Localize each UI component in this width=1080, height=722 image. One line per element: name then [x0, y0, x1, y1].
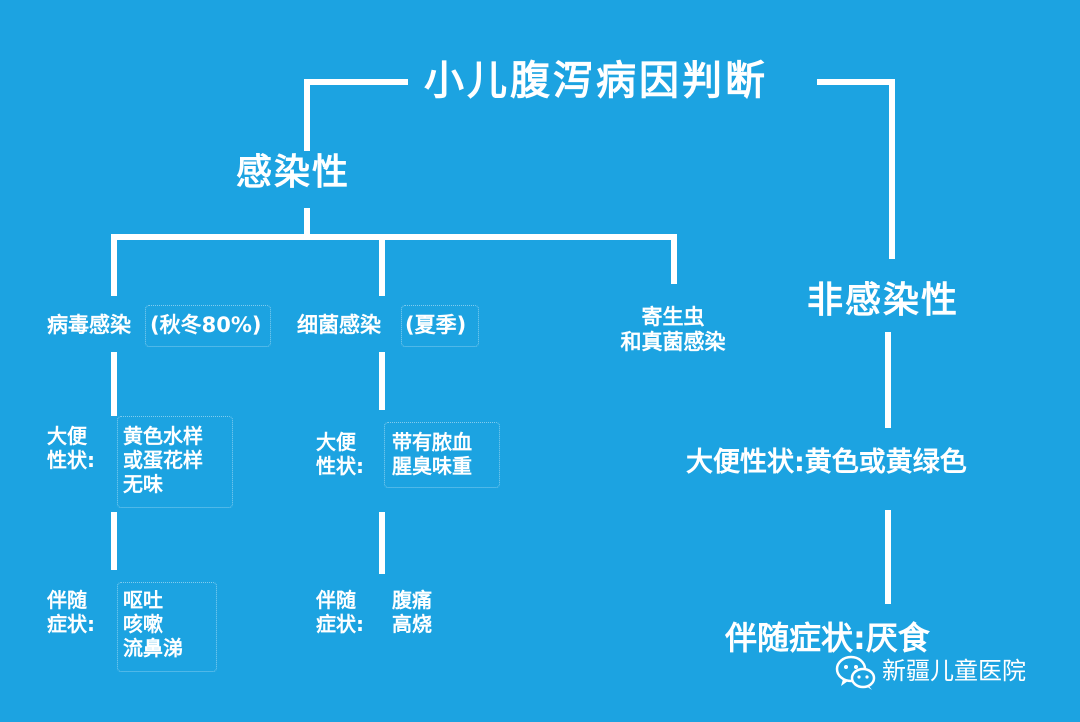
connector-title-left-drop [304, 79, 310, 151]
connector-viral-drop [111, 234, 117, 296]
bacterial-symptom-label: 伴随 症状: [316, 588, 364, 636]
viral-symptom-desc: 呕吐 咳嗽 流鼻涕 [123, 588, 183, 660]
connector-noninf-stool [885, 332, 891, 428]
connector-title-right [817, 79, 895, 85]
watermark-text: 新疆儿童医院 [882, 657, 1026, 685]
viral-stool-label: 大便 性状: [47, 424, 95, 472]
connector-title-left [304, 79, 408, 85]
bacterial-season-box [401, 305, 479, 347]
non-infectious-symptom: 伴随症状:厌食 [725, 619, 930, 657]
connector-bacterial-symptom [379, 512, 385, 574]
bacterial-stool-box [384, 422, 500, 488]
non-infectious-stool: 大便性状:黄色或黄绿色 [686, 447, 967, 478]
viral-stool-box [117, 416, 233, 508]
non-infectious-heading: 非感染性 [807, 280, 960, 321]
connector-noninf-symptom [885, 510, 891, 604]
connector-infectious-drop [304, 208, 310, 240]
connector-viral-stool [111, 352, 117, 416]
viral-symptom-box [117, 582, 217, 672]
viral-infection-label: 病毒感染 [47, 313, 131, 337]
connector-bacterial-drop [379, 234, 385, 296]
bacterial-stool-label: 大便 性状: [316, 430, 364, 478]
viral-stool-desc: 黄色水样 或蛋花样 无味 [123, 424, 203, 496]
connector-infectious-branch [111, 234, 677, 240]
bacterial-stool-desc: 带有脓血 腥臭味重 [392, 430, 472, 478]
viral-symptom-label: 伴随 症状: [47, 588, 95, 636]
viral-season-box [145, 305, 271, 347]
connector-parasite-drop [671, 234, 677, 284]
connector-title-right-drop [889, 79, 895, 259]
viral-season: (秋冬80%) [150, 313, 262, 337]
parasite-fungal-label: 寄生虫 和真菌感染 [620, 305, 726, 355]
bacterial-symptom-desc: 腹痛 高烧 [392, 588, 432, 636]
diagram-title: 小儿腹泻病因判断 [424, 58, 768, 104]
infectious-heading: 感染性 [236, 152, 351, 193]
connector-viral-symptom [111, 512, 117, 570]
bacterial-season: (夏季) [405, 313, 467, 337]
wechat-icon [835, 653, 877, 693]
bacterial-infection-label: 细菌感染 [297, 313, 381, 337]
connector-bacterial-stool [379, 352, 385, 410]
